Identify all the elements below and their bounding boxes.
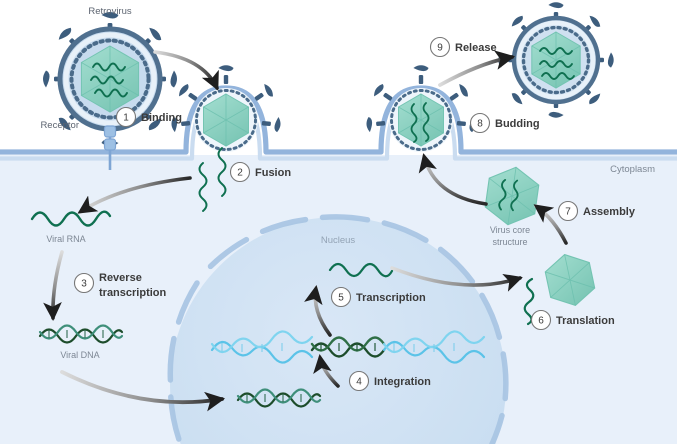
receptor-label: Receptor: [40, 120, 79, 131]
step-label: Reverse: [99, 272, 142, 284]
arrow-fusion-to-rna: [77, 176, 192, 214]
step-badge-number: 1: [123, 113, 129, 124]
arrow-budding: [418, 153, 488, 206]
viral-envelope-inner: [63, 32, 157, 126]
step-badge-circle[interactable]: [330, 286, 352, 308]
step-label: Fusion: [255, 167, 291, 179]
step-badge-circle[interactable]: [557, 200, 579, 222]
step-3-reverse[interactable]: 3 Reverse transcription: [73, 272, 167, 299]
step-badge-number: 6: [538, 316, 544, 327]
core-facet-lines: [81, 46, 139, 112]
viral-rna-molecule: [30, 210, 112, 227]
host-dna-with-provirus: [210, 330, 486, 364]
step-badge-number: 9: [437, 43, 443, 54]
step-label-line2: transcription: [99, 287, 167, 299]
retrovirus-fusing-particle: [171, 65, 281, 152]
step-5-transcription[interactable]: 5 Transcription: [330, 286, 426, 308]
step-9-release[interactable]: 9 Release: [429, 36, 497, 58]
arrow-reverse-transcription: [43, 250, 64, 321]
nucleus-body: [170, 217, 506, 444]
step-badge-circle[interactable]: [73, 272, 95, 294]
retrovirus-free-particle: [43, 12, 177, 146]
step-badge-circle[interactable]: [469, 112, 491, 134]
virus-core-label-line2: structure: [492, 237, 527, 247]
step-badge-number: 4: [356, 377, 362, 388]
virus-core-label-line1: Virus core: [490, 225, 530, 235]
arrow-export-to-translation: [390, 266, 523, 292]
arrow-binding: [153, 50, 219, 91]
step-label: Translation: [556, 315, 615, 327]
step-2-fusion[interactable]: 2 Fusion: [229, 161, 292, 183]
released-capsid-dotted-ring: [521, 25, 591, 95]
transcribed-rna-molecule: [328, 262, 394, 278]
arrow-release: [438, 50, 516, 87]
capsid-dotted-ring: [69, 38, 151, 120]
retrovirus-released-particle: [498, 2, 614, 118]
step-6-translation[interactable]: 6 Translation: [530, 309, 615, 331]
nuclear-pore-ring: [167, 214, 509, 444]
released-rna-genome: [539, 47, 575, 80]
translated-rna-molecule: [523, 277, 535, 326]
step-badge-number: 5: [338, 293, 344, 304]
arrow-transcription: [304, 285, 332, 337]
receptor: [103, 125, 117, 170]
integrated-provirus-segment: [310, 336, 386, 358]
released-viral-rna: [198, 147, 227, 212]
step-4-integration[interactable]: 4 Integration: [348, 370, 432, 392]
step-badge-circle[interactable]: [229, 161, 251, 183]
host-dna-left-segment: [210, 330, 314, 364]
new-capsid-protein: [544, 253, 596, 307]
step-label: Integration: [374, 376, 431, 388]
step-badge-circle[interactable]: [429, 36, 451, 58]
viral-dna-label: Viral DNA: [60, 350, 99, 360]
budding-rna-genome: [410, 102, 430, 143]
virus-core-structure: [484, 166, 540, 226]
step-8-budding[interactable]: 8 Budding: [469, 112, 540, 134]
step-label: Transcription: [356, 292, 426, 304]
step-7-assembly[interactable]: 7 Assembly: [557, 200, 636, 222]
arrow-assembly: [533, 204, 568, 245]
host-dna-right-segment: [382, 330, 486, 364]
step-badge-number: 8: [477, 119, 483, 130]
nucleus: Nucleus: [167, 214, 509, 444]
step-label: Assembly: [583, 206, 636, 218]
receptor-domain-2: [103, 138, 117, 151]
step-badge-circle[interactable]: [348, 370, 370, 392]
membrane-outer-leaflet: [0, 85, 677, 155]
arrow-dna-to-nucleus: [60, 370, 226, 412]
fusing-capsid-dotted-ring: [195, 89, 257, 151]
fusing-spikes: [171, 65, 281, 133]
step-badge-number: 2: [237, 168, 243, 179]
budding-capsid-dotted-ring: [390, 89, 452, 151]
step-1-binding[interactable]: 1 Binding: [115, 106, 182, 128]
step-badge-number: 3: [81, 279, 87, 290]
viral-dna-molecule-cytoplasm: [38, 324, 124, 344]
receptor-domain-1: [103, 125, 117, 138]
step-label: Budding: [495, 118, 540, 130]
budding-core-facets: [398, 94, 444, 146]
fusing-core-facets: [203, 94, 249, 146]
viral-rna-genome: [90, 62, 128, 98]
retrovirus-budding-particle: [366, 65, 476, 152]
released-envelope-inner: [516, 20, 596, 100]
step-badge-circle[interactable]: [530, 309, 552, 331]
nucleus-label: Nucleus: [321, 235, 356, 246]
step-label: Release: [455, 42, 497, 54]
viral-rna-label: Viral RNA: [46, 234, 85, 244]
retrovirus-label: Retrovirus: [88, 6, 132, 17]
arrow-integration: [313, 354, 340, 388]
step-label: Binding: [141, 112, 182, 124]
step-badge-circle[interactable]: [115, 106, 137, 128]
step-badges-layer: 1 Binding 2 Fusion 3 Reverse transcription 4 Int…: [73, 36, 636, 392]
viral-dna-molecule-nucleus: [236, 388, 322, 408]
cytoplasm-label: Cytoplasm: [610, 164, 655, 175]
step-badge-number: 7: [565, 207, 571, 218]
